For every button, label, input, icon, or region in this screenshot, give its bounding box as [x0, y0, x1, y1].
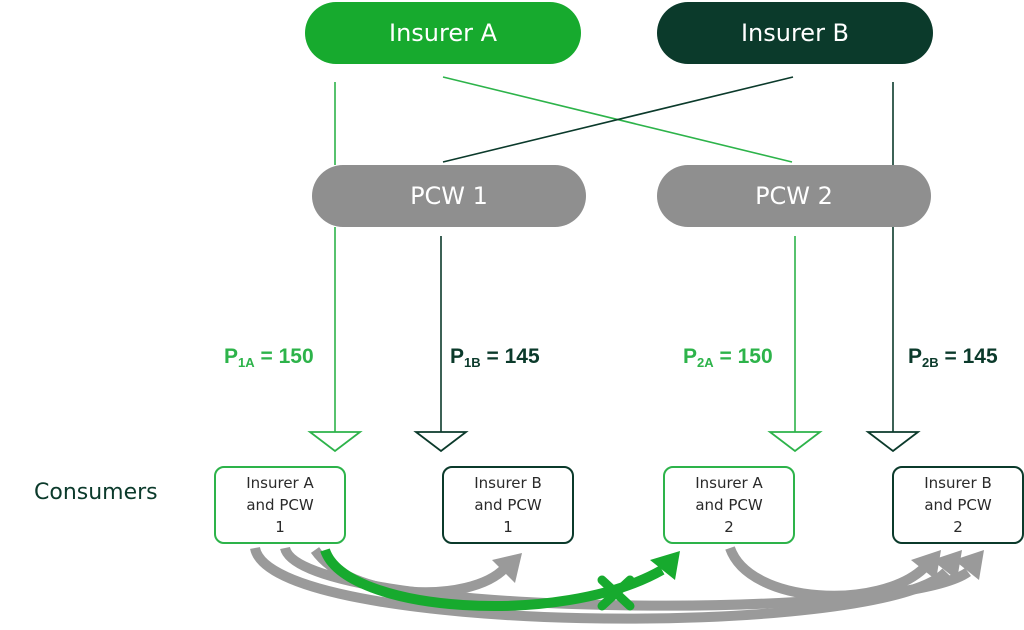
price-p1b-symbol: P: [450, 345, 465, 368]
price-p1a-symbol: P: [224, 345, 239, 368]
consumer-box-line: 2: [724, 518, 734, 536]
arrowhead-a2: [767, 431, 823, 453]
insurer-b-to-pcw1-line: [442, 76, 794, 163]
consumer-box-line: 1: [503, 518, 513, 536]
pcw-1-node: PCW 1: [312, 165, 586, 227]
price-p2a: P2A = 150: [683, 345, 773, 370]
insurer-a-label: Insurer A: [388, 19, 498, 47]
consumer-box-insurer-a-pcw1: Insurer A and PCW 1: [214, 466, 346, 544]
price-p2a-subscript: 2A: [697, 355, 714, 370]
consumer-box-insurer-b-pcw1: Insurer B and PCW 1: [442, 466, 574, 544]
consumer-box-insurer-a-pcw2: Insurer A and PCW 2: [663, 466, 795, 544]
arrowhead-a1: [307, 431, 363, 453]
switch-arrowhead-b2-left: [911, 550, 941, 580]
consumer-box-line: and PCW: [246, 496, 314, 514]
price-p2b-value: = 145: [944, 345, 998, 368]
price-p2b-symbol: P: [908, 345, 923, 368]
blocked-switch-arrowhead: [650, 551, 680, 580]
consumer-box-line: 1: [275, 518, 285, 536]
switch-arrow-a2-to-b2: [725, 545, 928, 601]
price-p1a-subscript: 1A: [238, 355, 255, 370]
price-p2a-value: = 150: [719, 345, 773, 368]
insurer-a-node: Insurer A: [305, 2, 581, 64]
switch-arrowhead-b2-right: [954, 550, 984, 580]
pcw-2-label: PCW 2: [755, 182, 833, 210]
price-p1b-value: = 145: [486, 345, 540, 368]
pcw-1-label: PCW 1: [410, 182, 488, 210]
price-p1b: P1B = 145: [450, 345, 540, 370]
arrowhead-b1: [413, 431, 469, 453]
consumer-box-line: and PCW: [695, 496, 763, 514]
switch-arrowhead-b2-mid: [932, 550, 962, 580]
consumer-box-line: 2: [953, 518, 963, 536]
consumer-box-line: and PCW: [924, 496, 992, 514]
switch-arrowhead-b1: [492, 553, 522, 583]
blocked-cross-icon: [597, 575, 635, 611]
consumer-box-insurer-b-pcw2: Insurer B and PCW 2: [892, 466, 1024, 544]
consumer-box-line: and PCW: [474, 496, 542, 514]
consumer-box-line: Insurer B: [924, 474, 992, 492]
consumers-label: Consumers: [34, 480, 158, 505]
price-p2b: P2B = 145: [908, 345, 998, 370]
price-p1a-value: = 150: [260, 345, 314, 368]
consumer-box-line: Insurer A: [695, 474, 763, 492]
price-p1a: P1A = 150: [224, 345, 314, 370]
insurer-b-node: Insurer B: [657, 2, 933, 64]
price-p2b-subscript: 2B: [922, 355, 939, 370]
arrowhead-b2: [865, 431, 921, 453]
pcw-2-node: PCW 2: [657, 165, 931, 227]
consumer-box-line: Insurer A: [246, 474, 314, 492]
price-p1b-subscript: 1B: [464, 355, 481, 370]
insurer-b-label: Insurer B: [740, 19, 850, 47]
price-p2a-symbol: P: [683, 345, 698, 368]
consumer-box-line: Insurer B: [474, 474, 542, 492]
